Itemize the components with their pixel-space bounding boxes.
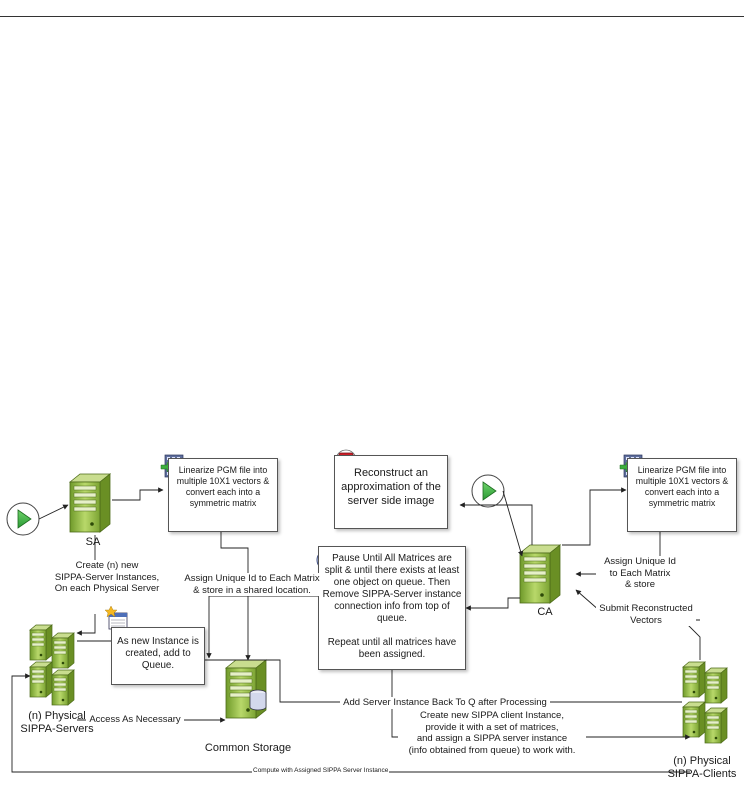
page-top-rule <box>0 16 744 17</box>
queue-box: As new Instance is created, add to Queue… <box>111 627 205 685</box>
assign-right-label: Assign Unique Id to Each Matrix & store <box>596 556 684 591</box>
physical-clients-label: (n) Physical SIPPA-Clients <box>667 755 737 780</box>
common-storage-label: Common Storage <box>204 742 292 754</box>
compute-label: Compute with Assigned SIPPA Server Insta… <box>252 767 390 774</box>
start-icon <box>6 502 40 536</box>
create-instances-label: Create (n) new SIPPA-Server Instances, O… <box>50 560 164 595</box>
reconstruct-box: Reconstruct an approximation of the serv… <box>334 455 448 529</box>
sa-label: SA <box>85 536 101 548</box>
add-back-label: Add Server Instance Back To Q after Proc… <box>340 697 550 709</box>
ca-label: CA <box>537 606 553 618</box>
assign-left-label: Assign Unique Id to Each Matrix & store … <box>183 573 321 596</box>
start-icon <box>471 474 505 508</box>
server-icon <box>69 473 111 533</box>
linearize-box-right: Linearize PGM file into multiple 10X1 ve… <box>627 458 737 532</box>
server-icon <box>519 544 561 604</box>
pause-box: Pause Until All Matrices are split & unt… <box>318 546 466 670</box>
server-icon <box>29 624 75 706</box>
access-label: Access As Necessary <box>86 714 184 726</box>
physical-servers-label: (n) Physical SIPPA-Servers <box>20 710 94 735</box>
submit-label: Submit Reconstructed Vectors <box>596 603 696 626</box>
database-icon <box>249 689 267 711</box>
linearize-box-left: Linearize PGM file into multiple 10X1 ve… <box>168 458 278 532</box>
queue-icon <box>104 605 128 630</box>
create-client-label: Create new SIPPA client Instance, provid… <box>398 710 586 756</box>
server-icon <box>682 661 728 744</box>
